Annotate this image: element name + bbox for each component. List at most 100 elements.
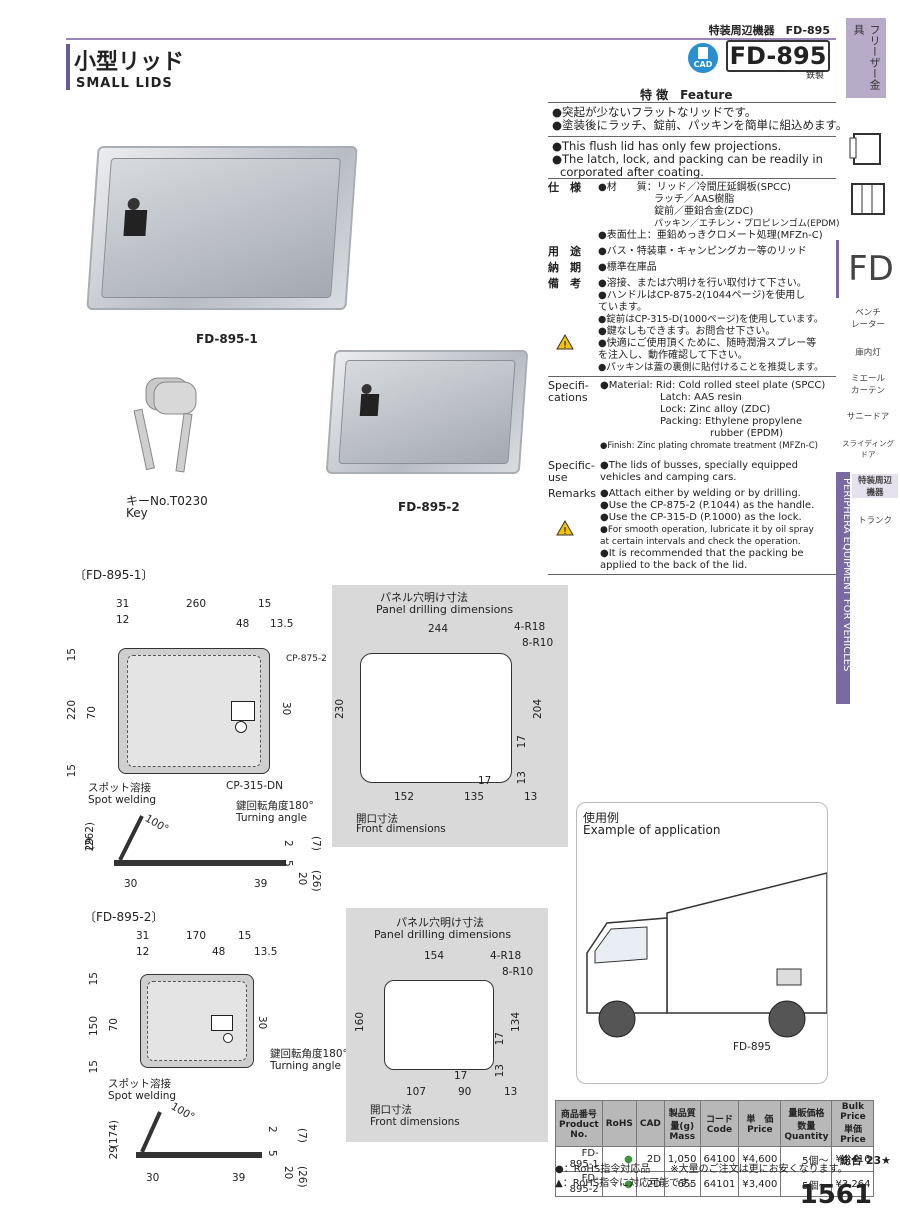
remark-line: ●It is recommended that the packing be bbox=[600, 548, 804, 559]
panel-cutout bbox=[360, 653, 512, 783]
warning-icon: ! bbox=[556, 520, 574, 536]
remarks-en: ●Attach either by welding or by drilling… bbox=[600, 488, 814, 572]
warning-icon: ! bbox=[556, 334, 574, 350]
latch-handle bbox=[359, 394, 380, 416]
fd2-side-profile bbox=[136, 1152, 262, 1158]
divider bbox=[548, 102, 836, 103]
spot-weld-jp: スポット溶接 bbox=[108, 1078, 171, 1090]
feature-heading: 特 徴 Feature bbox=[640, 88, 733, 102]
dim: 13 bbox=[524, 791, 538, 803]
dim: 39 bbox=[254, 878, 268, 890]
page-title-en: SMALL LIDS bbox=[76, 76, 173, 91]
dim: 8-R10 bbox=[522, 637, 554, 649]
fd1-lock bbox=[235, 721, 247, 733]
sidebar-item-sanitary-door[interactable]: サニードア bbox=[846, 412, 890, 422]
remark-label-jp: 備 考 bbox=[548, 277, 581, 290]
fd2-handle bbox=[211, 1015, 233, 1031]
remark-line: ●溶接、または穴明けを行い取付けて下さい。 bbox=[598, 278, 807, 289]
feature-jp-line: ●塗装後にラッチ、錠前、パッキンを簡単に組込めます。 bbox=[552, 118, 848, 132]
fd1-side-profile bbox=[114, 860, 286, 866]
dim: 220 bbox=[66, 700, 78, 721]
part-ref: CP-875-2 bbox=[286, 654, 327, 664]
material-tag: 鉄製 bbox=[806, 71, 825, 81]
dim: 8-R10 bbox=[502, 966, 534, 978]
dim: 5 bbox=[282, 860, 294, 867]
dim: 48 bbox=[212, 946, 226, 958]
sidebar-category-tab[interactable]: フリーザー金具 bbox=[846, 18, 886, 98]
cell: 64101 bbox=[699, 1171, 740, 1197]
dim: 30 bbox=[124, 878, 138, 890]
spot-weld-en: Spot welding bbox=[108, 1090, 177, 1102]
sidebar-fd-tab[interactable]: FD bbox=[836, 240, 900, 298]
fd1-handle bbox=[231, 701, 255, 721]
remark-label-en: Remarks bbox=[548, 487, 596, 500]
turn-angle-jp: 鍵回転角度180° bbox=[236, 800, 314, 812]
dim: 30 bbox=[280, 702, 292, 716]
turn-angle-en: Turning angle bbox=[236, 812, 307, 824]
spec-line: Packing: Ethylene propylene bbox=[660, 416, 803, 427]
divider bbox=[548, 178, 836, 179]
photo-caption-fd2: FD-895-2 bbox=[398, 500, 460, 514]
fd1-lid-outline bbox=[118, 648, 270, 774]
front-dim-en: Front dimensions bbox=[370, 1116, 460, 1128]
sidebar-vertical-label: PERIPHERA EQUIPMENT FOR VEHICLES bbox=[841, 478, 852, 672]
dim: 30 bbox=[256, 1016, 268, 1030]
cad-label: CAD bbox=[693, 60, 713, 69]
panel-title-jp: パネル穴明け寸法 bbox=[396, 916, 484, 929]
example-label: FD-895 bbox=[733, 1041, 771, 1053]
header-rule bbox=[66, 38, 836, 40]
table-note-1: ●：RoHS指令対応品 ※大量のご注文は更にお安くなります。 bbox=[555, 1164, 848, 1175]
dim: 244 bbox=[428, 623, 449, 635]
sidebar-item-trunk[interactable]: トランク bbox=[857, 516, 892, 526]
dim: 70 bbox=[108, 1018, 120, 1032]
dim: 17 bbox=[454, 1070, 468, 1082]
sidebar-item-sliding-door[interactable]: スライディング ドア bbox=[842, 439, 894, 459]
divider bbox=[548, 574, 836, 575]
delivery-jp: ●標準在庫品 bbox=[598, 262, 657, 273]
page-title-jp: 小型リッド bbox=[74, 50, 185, 75]
latch-handle bbox=[123, 210, 148, 236]
use-line: vehicles and camping cars. bbox=[600, 472, 737, 483]
dim: 20 bbox=[282, 1166, 294, 1180]
features-en: ●This flush lid has only few projections… bbox=[552, 140, 823, 179]
sidebar-item-lamp[interactable]: 庫内灯 bbox=[855, 348, 881, 358]
panel-title-en: Panel drilling dimensions bbox=[374, 928, 512, 941]
dim: 15 bbox=[88, 1060, 100, 1074]
dim: 20 bbox=[296, 872, 308, 886]
total-page: 総合 23★ bbox=[840, 1154, 891, 1167]
spec-line: 錠前／亜鉛合金(ZDC) bbox=[654, 206, 754, 217]
sidebar-item-curtain[interactable]: ミエール カーテン bbox=[850, 374, 885, 396]
divider bbox=[548, 376, 836, 377]
dim: 134 bbox=[510, 1012, 522, 1033]
dim: 15 bbox=[88, 972, 100, 986]
spec-line: ●材 質：リッド／冷間圧延鋼板(SPCC) bbox=[598, 182, 791, 193]
cell: 2D bbox=[635, 1146, 665, 1172]
use-label-jp: 用 途 bbox=[548, 245, 581, 258]
th-bulk-price: Bulk Price 単価 Price bbox=[831, 1100, 875, 1147]
remark-line: ●Use the CP-875-2 (P.1044) as the handle… bbox=[600, 500, 815, 511]
svg-text:!: ! bbox=[563, 340, 567, 350]
th-rohs: RoHS bbox=[601, 1100, 637, 1147]
panel-title-en: Panel drilling dimensions bbox=[376, 603, 514, 616]
dim: 152 bbox=[394, 791, 415, 803]
remark-line: を注入し、動作確認して下さい。 bbox=[598, 350, 748, 361]
dim: (26) bbox=[296, 1166, 308, 1188]
spot-weld-jp: スポット溶接 bbox=[88, 782, 151, 794]
spot-weld-en: Spot welding bbox=[88, 794, 157, 806]
sidebar-item-ventilator[interactable]: ベンチ レーター bbox=[850, 308, 885, 330]
curtain-icon bbox=[851, 183, 885, 215]
drawing-label-fd1: 〔FD-895-1〕 bbox=[74, 568, 154, 582]
remarks-jp: ●溶接、または穴明けを行い取付けて下さい。 ●ハンドルはCP-875-2(104… bbox=[598, 278, 834, 374]
fd2-lock bbox=[223, 1033, 233, 1043]
dim: 17 bbox=[494, 1032, 506, 1046]
dim: 30 bbox=[146, 1172, 160, 1184]
sidebar-item-special-equipment[interactable]: 特装周辺 機器 bbox=[852, 474, 898, 498]
dim: 12 bbox=[116, 614, 130, 626]
drawing-label-fd2: 〔FD-895-2〕 bbox=[84, 910, 164, 924]
panel-drilling-box-1: パネル穴明け寸法 Panel drilling dimensions 244 4… bbox=[332, 585, 568, 847]
remark-line: ●パッキンは蓋の裏側に貼付けることを推奨します。 bbox=[598, 362, 824, 373]
dim: 230 bbox=[334, 699, 346, 720]
th-mass: 製品質量(g) Mass bbox=[663, 1100, 701, 1147]
front-dim-en: Front dimensions bbox=[356, 823, 446, 835]
features-jp: ●突起が少ないフラットなリッドです。 ●塗装後にラッチ、錠前、パッキンを簡単に組… bbox=[552, 106, 847, 132]
